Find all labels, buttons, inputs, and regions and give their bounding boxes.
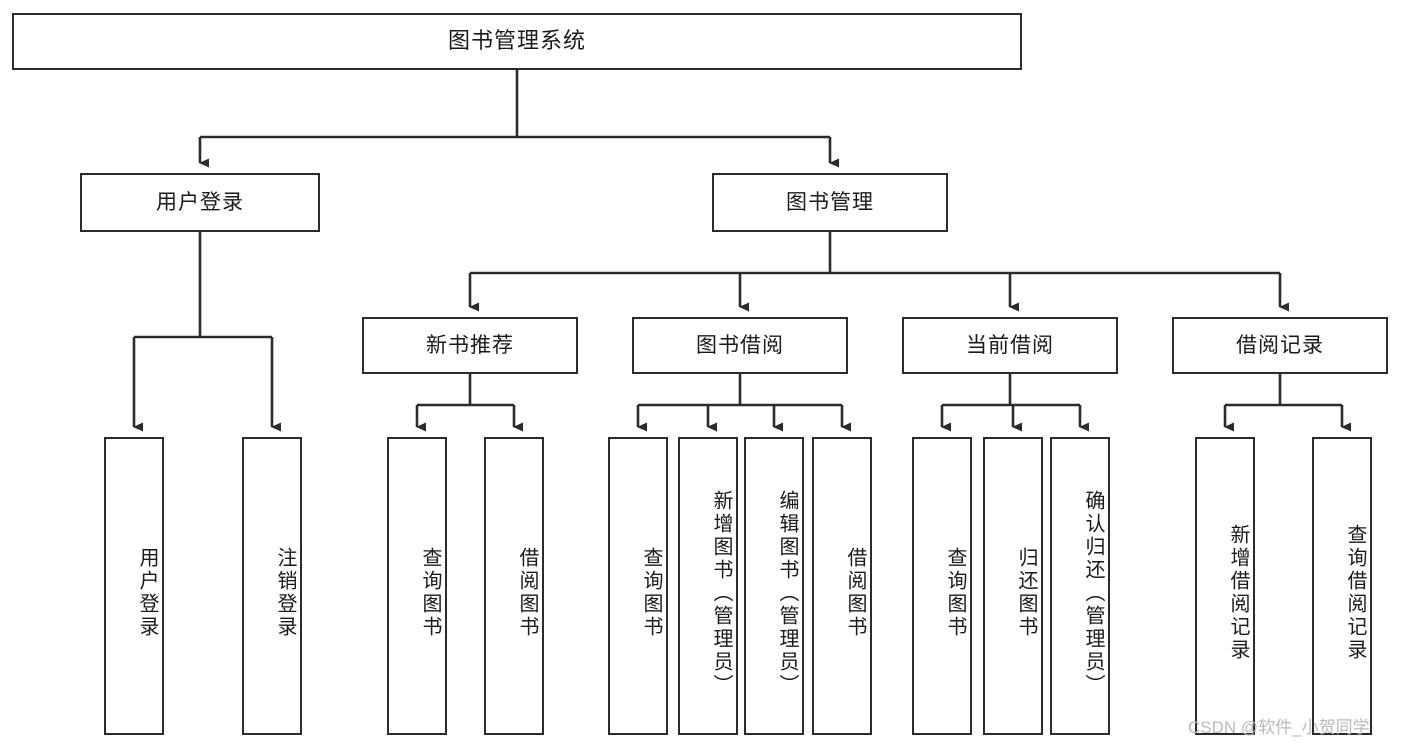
node-level1-0[interactable]: 用户登录 <box>80 173 320 232</box>
node-level2-0[interactable]: 新书推荐 <box>362 317 578 374</box>
node-leaf-10-label: 确认归还（管理员） <box>1082 489 1104 697</box>
node-leaf-6[interactable]: 编辑图书（管理员） <box>744 437 804 735</box>
node-leaf-8[interactable]: 查询图书 <box>912 437 972 735</box>
node-leaf-8-label: 查询图书 <box>944 547 966 639</box>
node-leaf-3-label: 借阅图书 <box>516 547 538 639</box>
node-leaf-6-label: 编辑图书（管理员） <box>776 489 798 697</box>
node-level2-1-label: 图书借阅 <box>696 333 784 357</box>
node-leaf-7[interactable]: 借阅图书 <box>812 437 872 735</box>
node-leaf-11[interactable]: 新增借阅记录 <box>1195 437 1255 735</box>
node-leaf-9[interactable]: 归还图书 <box>983 437 1043 735</box>
node-level2-3[interactable]: 借阅记录 <box>1172 317 1388 374</box>
node-leaf-1[interactable]: 注销登录 <box>242 437 302 735</box>
node-leaf-0[interactable]: 用户登录 <box>104 437 164 735</box>
node-leaf-4-label: 查询图书 <box>640 547 662 639</box>
node-leaf-4[interactable]: 查询图书 <box>608 437 668 735</box>
node-root[interactable]: 图书管理系统 <box>12 13 1022 70</box>
node-leaf-2-label: 查询图书 <box>419 547 441 639</box>
node-level1-0-label: 用户登录 <box>156 190 244 214</box>
watermark-text: CSDN @软件_小贺同学 <box>1188 718 1370 737</box>
node-leaf-1-label: 注销登录 <box>274 547 296 639</box>
node-level1-1[interactable]: 图书管理 <box>712 173 948 232</box>
node-leaf-0-label: 用户登录 <box>136 547 158 639</box>
node-leaf-9-label: 归还图书 <box>1015 547 1037 639</box>
node-leaf-11-label: 新增借阅记录 <box>1227 524 1249 662</box>
node-leaf-2[interactable]: 查询图书 <box>387 437 447 735</box>
node-level2-2-label: 当前借阅 <box>966 333 1054 357</box>
node-leaf-5-label: 新增图书（管理员） <box>710 489 732 697</box>
node-level2-1[interactable]: 图书借阅 <box>632 317 848 374</box>
node-root-label: 图书管理系统 <box>447 28 586 54</box>
node-leaf-10[interactable]: 确认归还（管理员） <box>1050 437 1110 735</box>
node-level1-1-label: 图书管理 <box>786 190 874 214</box>
node-leaf-12[interactable]: 查询借阅记录 <box>1312 437 1372 735</box>
node-level2-0-label: 新书推荐 <box>426 333 514 357</box>
node-leaf-5[interactable]: 新增图书（管理员） <box>678 437 738 735</box>
node-level2-2[interactable]: 当前借阅 <box>902 317 1118 374</box>
node-leaf-12-label: 查询借阅记录 <box>1344 524 1366 662</box>
node-leaf-7-label: 借阅图书 <box>844 547 866 639</box>
node-leaf-3[interactable]: 借阅图书 <box>484 437 544 735</box>
node-level2-3-label: 借阅记录 <box>1236 333 1324 357</box>
